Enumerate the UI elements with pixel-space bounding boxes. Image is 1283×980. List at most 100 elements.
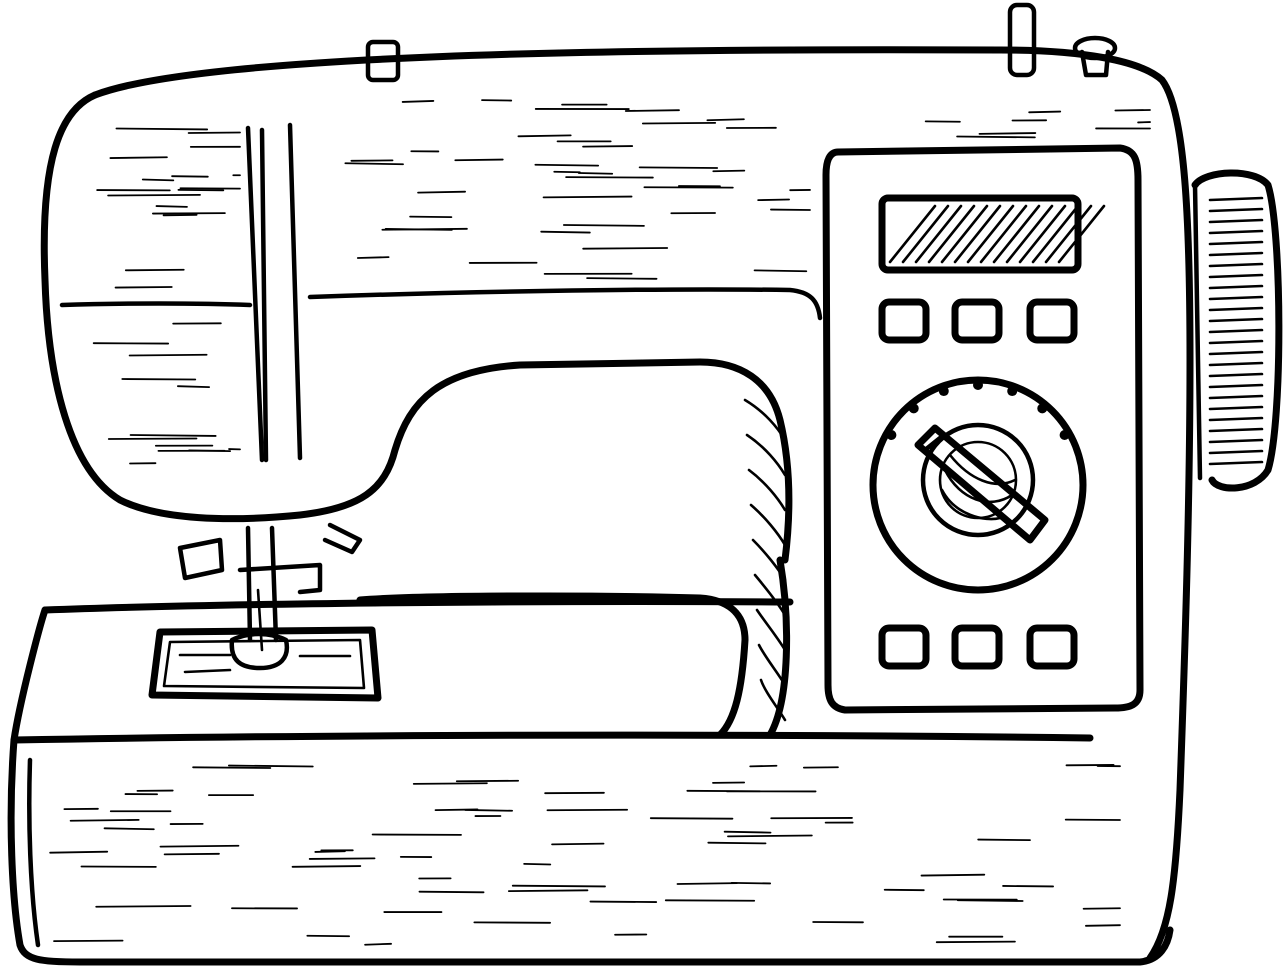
display-hatch-line: [927, 204, 976, 264]
dial-dot: [973, 380, 983, 390]
texture-stroke: [155, 205, 188, 208]
display-hatch-line: [940, 204, 989, 264]
arm-shade-line: [753, 573, 787, 617]
arm-shade-line: [751, 538, 787, 582]
texture-stroke: [749, 764, 778, 768]
texture-stroke: [1114, 109, 1151, 112]
top-buttons-row: [878, 298, 1078, 344]
texture-stroke: [308, 857, 376, 860]
texture-stroke: [103, 827, 155, 831]
texture-stroke: [757, 198, 790, 202]
hand-wheel: [1191, 169, 1283, 492]
texture-stroke: [53, 939, 124, 943]
wheel-grip-line: [1208, 427, 1264, 433]
texture-stroke: [624, 109, 680, 112]
texture-stroke: [344, 162, 404, 166]
dial-dot: [1007, 386, 1018, 397]
texture-stroke: [162, 213, 198, 217]
texture-stroke: [187, 131, 241, 134]
left-spool-pin: [365, 39, 401, 83]
texture-stroke: [542, 195, 633, 199]
texture-stroke: [753, 269, 808, 273]
texture-stroke: [141, 178, 175, 182]
texture-stroke: [507, 889, 589, 893]
display-hatch-line: [1018, 204, 1067, 264]
texture-stroke: [291, 865, 362, 868]
texture-stroke: [124, 268, 185, 272]
texture-stroke: [159, 844, 240, 848]
dial-indicator-dots: [886, 380, 1070, 440]
texture-stroke: [562, 224, 645, 227]
texture-stroke: [589, 900, 658, 903]
display-hatch-line: [1031, 204, 1080, 264]
panel-button: [1026, 298, 1078, 344]
wheel-grip-line: [1208, 251, 1264, 257]
wheel-grip-line: [1208, 218, 1264, 224]
wheel-grip-line: [1208, 317, 1264, 323]
panel-button: [878, 298, 930, 344]
texture-stroke: [171, 175, 209, 178]
machine-base: [7, 398, 1174, 966]
wheel-grip-line: [1208, 438, 1264, 444]
wheel-grip-line: [1208, 284, 1264, 290]
texture-stroke: [706, 118, 745, 122]
wheel-grip-line: [1208, 383, 1264, 389]
texture-stroke: [517, 134, 572, 138]
dial-dot: [1059, 430, 1070, 440]
texture-stroke: [920, 873, 986, 877]
texture-stroke: [69, 818, 140, 822]
texture-stroke: [356, 256, 390, 259]
texture-stroke: [551, 842, 605, 846]
arm-shade-line: [749, 503, 787, 547]
dial-dot: [886, 430, 897, 440]
arm-shade-line: [747, 468, 787, 512]
panel-button: [878, 624, 930, 670]
texture-stroke: [192, 766, 272, 769]
display-hatch-line: [979, 204, 1028, 264]
display-hatch-line: [1044, 204, 1093, 264]
texture-stroke: [114, 286, 173, 289]
texture-stroke: [649, 817, 734, 820]
display-hatch-line: [966, 204, 1015, 264]
texture-stroke: [434, 808, 479, 812]
wheel-grip-line: [1208, 295, 1264, 301]
wheel-grip-line: [1208, 394, 1264, 400]
panel-button: [1026, 624, 1078, 670]
machine-upper-arm: [40, 46, 1194, 962]
wheel-grip-line: [1208, 273, 1264, 279]
texture-stroke: [511, 884, 606, 888]
texture-stroke: [553, 170, 581, 174]
display-hatch-line: [1057, 204, 1106, 264]
dial-dot: [908, 403, 919, 414]
wheel-grip-line: [1208, 405, 1264, 411]
arm-shade-line: [755, 608, 787, 652]
texture-stroke: [95, 905, 192, 908]
wheel-grip-line: [1208, 306, 1264, 312]
texture-stroke: [314, 850, 346, 853]
wheel-grip-line: [1208, 229, 1264, 235]
wheel-grip-line: [1208, 372, 1264, 378]
texture-stroke: [676, 882, 738, 885]
right-spool-pin: [1007, 2, 1037, 78]
texture-stroke: [540, 230, 591, 234]
texture-stroke: [177, 188, 225, 192]
stitch-selector-dial: [869, 376, 1087, 594]
texture-stroke: [128, 353, 208, 357]
thread-lever: [177, 537, 225, 581]
texture-stroke: [384, 228, 453, 231]
display-hatch-line: [888, 204, 937, 264]
display-hatch-line: [1005, 204, 1054, 264]
wheel-grip-line: [1208, 196, 1264, 202]
texture-stroke: [730, 881, 772, 885]
panel-button: [951, 298, 1003, 344]
texture-stroke: [227, 764, 314, 768]
lcd-display: [878, 194, 1082, 274]
arm-shade-line: [757, 643, 787, 687]
texture-stroke: [107, 193, 201, 197]
dial-dot: [938, 386, 949, 397]
wheel-grip-line: [1208, 416, 1264, 422]
display-hatch-line: [914, 204, 963, 264]
texture-stroke: [454, 158, 504, 162]
texture-stroke: [188, 449, 232, 452]
display-hatch-line: [953, 204, 1002, 264]
